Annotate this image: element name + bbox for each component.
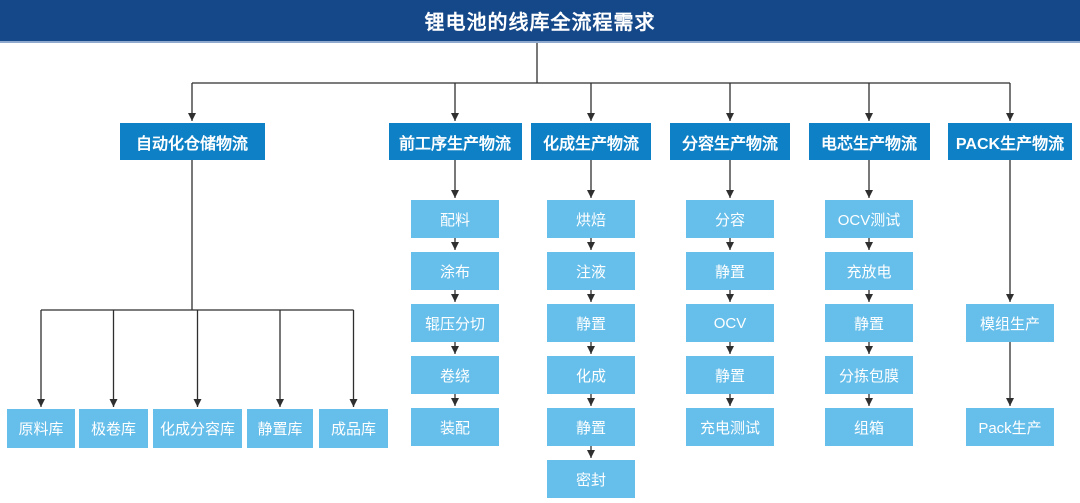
step-box: 分拣包膜 bbox=[825, 356, 913, 394]
category-box-4: 电芯生产物流 bbox=[808, 123, 930, 160]
step-box: 模组生产 bbox=[966, 304, 1054, 342]
step-box: 注液 bbox=[547, 252, 635, 290]
step-box: 辊压分切 bbox=[411, 304, 499, 342]
step-box: Pack生产 bbox=[966, 408, 1054, 446]
warehouse-box: 化成分容库 bbox=[153, 409, 242, 448]
warehouse-box: 极卷库 bbox=[79, 409, 148, 448]
step-box: 静置 bbox=[547, 304, 635, 342]
step-box: 充电测试 bbox=[686, 408, 774, 446]
warehouse-box: 成品库 bbox=[319, 409, 388, 448]
step-box: 充放电 bbox=[825, 252, 913, 290]
step-box: 静置 bbox=[686, 252, 774, 290]
step-box: 密封 bbox=[547, 460, 635, 498]
step-box: 配料 bbox=[411, 200, 499, 238]
step-box: 静置 bbox=[825, 304, 913, 342]
diagram-title: 锂电池的线库全流程需求 bbox=[0, 0, 1080, 43]
step-box: 涂布 bbox=[411, 252, 499, 290]
step-box: OCV bbox=[686, 304, 774, 342]
step-box: OCV测试 bbox=[825, 200, 913, 238]
step-box: 分容 bbox=[686, 200, 774, 238]
category-box-2: 化成生产物流 bbox=[531, 123, 651, 160]
step-box: 装配 bbox=[411, 408, 499, 446]
step-box: 静置 bbox=[547, 408, 635, 446]
category-box-5: PACK生产物流 bbox=[948, 123, 1072, 160]
category-box-3: 分容生产物流 bbox=[670, 123, 790, 160]
step-box: 烘焙 bbox=[547, 200, 635, 238]
step-box: 卷绕 bbox=[411, 356, 499, 394]
warehouse-box: 原料库 bbox=[7, 409, 75, 448]
step-box: 组箱 bbox=[825, 408, 913, 446]
warehouse-box: 静置库 bbox=[247, 409, 313, 448]
step-box: 静置 bbox=[686, 356, 774, 394]
step-box: 化成 bbox=[547, 356, 635, 394]
category-box-0: 自动化仓储物流 bbox=[119, 123, 265, 160]
category-box-1: 前工序生产物流 bbox=[388, 123, 522, 160]
